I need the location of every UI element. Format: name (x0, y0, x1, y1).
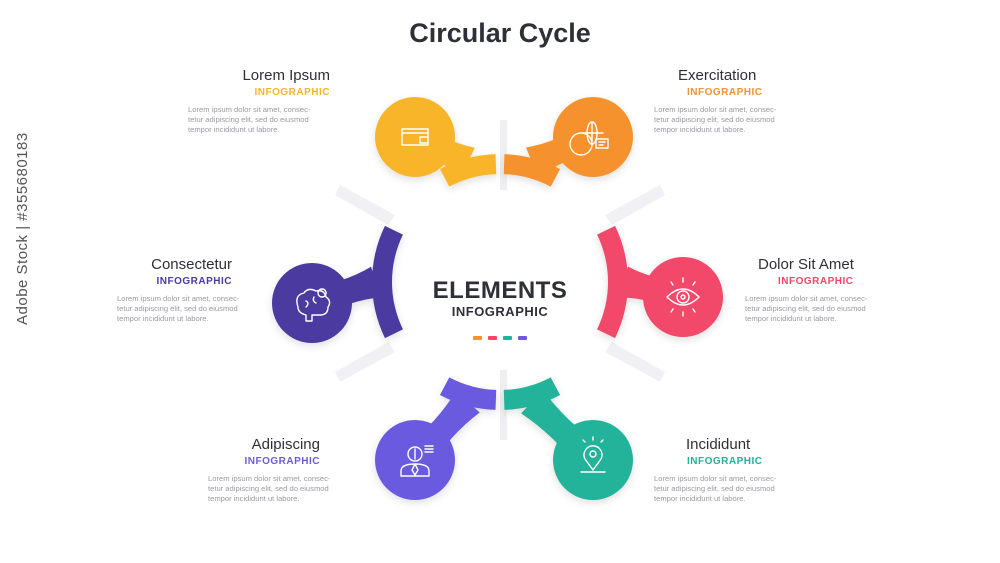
item-block-6: Consectetur INFOGRAPHIC Lorem ipsum dolo… (72, 256, 239, 324)
page-title: Circular Cycle (409, 18, 591, 48)
cycle-segment-6 (272, 225, 403, 343)
item-heading: Incididunt (686, 436, 751, 453)
item-block-5: Adipiscing INFOGRAPHIC Lorem ipsum dolor… (160, 436, 330, 504)
dot (488, 336, 497, 340)
segment-bubble (553, 420, 633, 500)
businessman-dollar-icon (400, 445, 434, 477)
eye-icon (666, 277, 700, 317)
body-line: tetur adipiscing elit, sed do eiusmod (208, 484, 329, 493)
body-line: tempor incididunt ut labore. (208, 494, 300, 503)
body-line: tetur adipiscing elit, sed do eiusmod (117, 304, 238, 313)
item-body: Lorem ipsum dolor sit amet, consec- tetu… (208, 474, 350, 504)
item-body: Lorem ipsum dolor sit amet, consec- tetu… (117, 294, 259, 324)
cycle-segment-3 (597, 225, 723, 339)
item-subheading: INFOGRAPHIC (244, 456, 320, 467)
ring-segment (597, 225, 628, 339)
item-subheading: INFOGRAPHIC (778, 276, 854, 287)
body-line: tetur adipiscing elit, sed do eiusmod (654, 115, 775, 124)
item-body: Lorem ipsum dolor sit amet, consec- tetu… (745, 294, 887, 324)
location-pin-icon (580, 436, 606, 473)
item-block-4: Incididunt INFOGRAPHIC Lorem ipsum dolor… (654, 436, 814, 504)
cycle-segment-1 (375, 97, 497, 187)
item-heading: Adipiscing (251, 436, 320, 453)
ring-segment (503, 377, 561, 410)
item-block-3: Dolor Sit Amet INFOGRAPHIC Lorem ipsum d… (745, 256, 905, 324)
item-subheading: INFOGRAPHIC (156, 276, 232, 287)
wallet-icon (401, 128, 429, 146)
body-line: Lorem ipsum dolor sit amet, consec- (188, 105, 311, 114)
segment-bubble (272, 263, 352, 343)
body-line: tetur adipiscing elit, sed do eiusmod (188, 115, 309, 124)
center-title: ELEMENTS (432, 277, 568, 304)
body-line: Lorem ipsum dolor sit amet, consec- (654, 105, 777, 114)
ring-segment (439, 377, 497, 410)
body-line: Lorem ipsum dolor sit amet, consec- (208, 474, 331, 483)
color-dots (400, 327, 600, 345)
segment-bubble (375, 420, 455, 500)
item-block-2: Exercitation INFOGRAPHIC Lorem ipsum dol… (654, 67, 814, 135)
body-line: tempor incididunt ut labore. (117, 314, 209, 323)
dot (473, 336, 482, 340)
item-body: Lorem ipsum dolor sit amet, consec- tetu… (654, 105, 796, 135)
ring-segment (372, 225, 403, 339)
center-subtitle: INFOGRAPHIC (451, 304, 549, 319)
item-heading: Exercitation (678, 67, 757, 84)
body-line: tempor incididunt ut labore. (654, 125, 746, 134)
watermark: Adobe Stock | #355680183 (14, 132, 31, 325)
segment-bubble (643, 257, 723, 337)
item-subheading: INFOGRAPHIC (687, 456, 763, 467)
body-line: tempor incididunt ut labore. (654, 494, 746, 503)
body-line: tempor incididunt ut labore. (188, 125, 280, 134)
dot (503, 336, 512, 340)
dot (518, 336, 527, 340)
body-line: tetur adipiscing elit, sed do eiusmod (745, 304, 866, 313)
cycle-segment-2 (503, 97, 633, 187)
cycle-segment-4 (503, 377, 633, 500)
body-line: Lorem ipsum dolor sit amet, consec- (745, 294, 868, 303)
item-block-1: Lorem Ipsum INFOGRAPHIC Lorem ipsum dolo… (170, 67, 330, 135)
item-heading: Dolor Sit Amet (758, 256, 854, 273)
center-label: ELEMENTS INFOGRAPHIC (400, 278, 600, 345)
ring-segment (503, 154, 561, 187)
item-body: Lorem ipsum dolor sit amet, consec- tetu… (188, 105, 330, 135)
item-subheading: INFOGRAPHIC (254, 87, 330, 98)
segment-bubble (375, 97, 455, 177)
body-line: tetur adipiscing elit, sed do eiusmod (654, 484, 775, 493)
body-line: Lorem ipsum dolor sit amet, consec- (654, 474, 777, 483)
body-line: Lorem ipsum dolor sit amet, consec- (117, 294, 240, 303)
item-heading: Consectetur (151, 256, 232, 273)
item-body: Lorem ipsum dolor sit amet, consec- tetu… (654, 474, 796, 504)
item-heading: Lorem Ipsum (242, 67, 330, 84)
ring-segment (439, 154, 497, 187)
brain-gear-icon (296, 288, 331, 322)
body-line: tempor incididunt ut labore. (745, 314, 837, 323)
cycle-segment-5 (375, 377, 497, 500)
item-subheading: INFOGRAPHIC (687, 87, 763, 98)
globe-chat-icon (569, 121, 609, 156)
segment-bubble (553, 97, 633, 177)
